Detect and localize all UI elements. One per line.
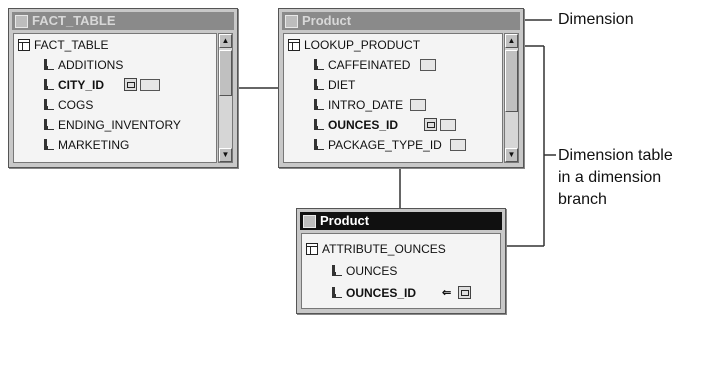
column-list[interactable]: ATTRIBUTE_OUNCES OUNCES OUNCES_ID ⇐: [301, 233, 501, 309]
scroll-down-arrow-icon[interactable]: ▼: [505, 148, 518, 162]
scroll-up-arrow-icon[interactable]: ▲: [505, 34, 518, 48]
vertical-scrollbar[interactable]: ▲ ▼: [218, 33, 233, 163]
table-name: LOOKUP_PRODUCT: [304, 38, 421, 52]
column-name: INTRO_DATE: [328, 98, 404, 112]
link-box: [420, 59, 436, 71]
column-name: MARKETING: [58, 138, 130, 152]
column-name: DIET: [328, 78, 356, 92]
column-icon: [312, 99, 324, 111]
column-icon: [42, 59, 54, 71]
window-title: Product: [320, 213, 370, 228]
table-name: FACT_TABLE: [34, 38, 109, 52]
column-icon: [42, 119, 54, 131]
column-icon: [330, 287, 342, 299]
link-box: [140, 79, 160, 91]
table-name: ATTRIBUTE_OUNCES: [322, 242, 446, 256]
fact-table-titlebar[interactable]: FACT_TABLE: [12, 12, 234, 30]
column-name: OUNCES: [346, 264, 398, 278]
product-dimension-window[interactable]: Product LOOKUP_PRODUCT CAFFEINATED DIET …: [278, 8, 524, 168]
link-box: [410, 99, 426, 111]
column-name: OUNCES_ID: [328, 118, 399, 132]
column-name: OUNCES_ID: [346, 286, 417, 300]
column-list[interactable]: FACT_TABLE ADDITIONS CITY_ID COGS ENDING…: [13, 33, 217, 163]
link-box: [450, 139, 466, 151]
column-icon: [312, 119, 324, 131]
scroll-thumb[interactable]: [505, 50, 518, 112]
window-menu-icon[interactable]: [15, 15, 28, 28]
branch-titlebar[interactable]: Product: [300, 212, 502, 230]
column-name: CITY_ID: [58, 78, 105, 92]
column-name: ADDITIONS: [58, 58, 124, 72]
key-icon: [124, 78, 137, 91]
window-menu-icon[interactable]: [303, 215, 316, 228]
column-name: COGS: [58, 98, 94, 112]
dimension-table-callout-line-2: in a dimension: [558, 169, 662, 186]
window-menu-icon[interactable]: [285, 15, 298, 28]
column-icon: [42, 99, 54, 111]
key-icon: [424, 118, 437, 131]
dimension-callout: Dimension: [558, 11, 634, 28]
column-icon: [42, 79, 54, 91]
window-title: FACT_TABLE: [32, 13, 116, 28]
key-icon: [458, 286, 471, 299]
link-box: [440, 119, 456, 131]
link-arrow-icon: ⇐: [442, 287, 452, 299]
column-name: PACKAGE_TYPE_ID: [328, 138, 442, 152]
column-name: ENDING_INVENTORY: [58, 118, 181, 132]
scroll-up-arrow-icon[interactable]: ▲: [219, 34, 232, 48]
product-branch-window[interactable]: Product ATTRIBUTE_OUNCES OUNCES OUNCES_I…: [296, 208, 506, 314]
scroll-down-arrow-icon[interactable]: ▼: [219, 148, 232, 162]
vertical-scrollbar[interactable]: ▲ ▼: [504, 33, 519, 163]
column-icon: [312, 139, 324, 151]
dimension-table-callout-line-3: branch: [558, 191, 607, 208]
table-icon: [306, 243, 318, 255]
dimension-table-callout-line-1: Dimension table: [558, 147, 673, 164]
column-icon: [312, 79, 324, 91]
column-icon: [330, 265, 342, 277]
table-icon: [18, 39, 30, 51]
window-title: Product: [302, 13, 352, 28]
column-icon: [312, 59, 324, 71]
fact-table-window[interactable]: FACT_TABLE FACT_TABLE ADDITIONS CITY_ID …: [8, 8, 238, 168]
product-titlebar[interactable]: Product: [282, 12, 520, 30]
column-list[interactable]: LOOKUP_PRODUCT CAFFEINATED DIET INTRO_DA…: [283, 33, 503, 163]
column-icon: [42, 139, 54, 151]
table-icon: [288, 39, 300, 51]
column-name: CAFFEINATED: [328, 58, 411, 72]
scroll-thumb[interactable]: [219, 50, 232, 96]
